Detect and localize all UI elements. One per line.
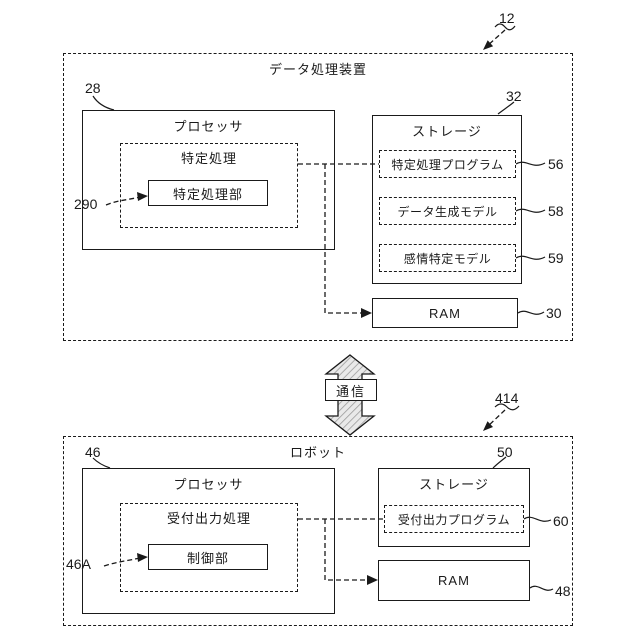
reception-output-program-box: 受付出力プログラム	[384, 505, 524, 533]
robot-title: ロボット	[289, 445, 346, 460]
arrowhead-12	[483, 40, 494, 50]
ref-50: 50	[497, 444, 513, 460]
emotion-model-box: 感情特定モデル	[379, 244, 516, 272]
control-unit-box: 制御部	[148, 544, 268, 570]
arrowhead-414	[483, 421, 493, 431]
specific-processing-unit-box: 特定処理部	[148, 180, 268, 206]
ref-59: 59	[548, 250, 564, 266]
ref-46: 46	[85, 444, 101, 460]
top-storage-box: ストレージ	[372, 115, 522, 284]
leader-12-dash	[485, 29, 506, 48]
reception-output-processing-box: 受付出力処理	[120, 503, 298, 592]
leader-414-dash	[485, 409, 506, 429]
reception-output-processing-title: 受付出力処理	[166, 511, 251, 526]
emotion-model-label: 感情特定モデル	[403, 251, 492, 266]
communication-label: 通信	[335, 383, 366, 399]
bottom-storage-box: ストレージ	[378, 468, 530, 547]
specific-processing-title: 特定処理	[180, 151, 237, 166]
bottom-processor-title: プロセッサ	[173, 477, 244, 492]
ref-290: 290	[74, 196, 98, 212]
ref-30: 30	[546, 305, 562, 321]
data-generation-model-label: データ生成モデル	[397, 204, 498, 219]
bottom-ram-box: RAM	[378, 560, 530, 601]
ref-60: 60	[553, 513, 569, 529]
data-processing-device-title: データ処理装置	[268, 62, 367, 77]
ref-414: 414	[495, 390, 519, 406]
top-storage-title: ストレージ	[412, 124, 482, 139]
ref-56: 56	[548, 156, 564, 172]
ref-58: 58	[548, 203, 564, 219]
communication-label-box: 通信	[325, 379, 377, 401]
specific-processing-unit-label: 特定処理部	[172, 186, 243, 202]
top-ram-box: RAM	[372, 298, 518, 328]
robot-block: ロボット	[63, 436, 573, 626]
ref-46a: 46A	[66, 556, 91, 572]
top-ram-label: RAM	[429, 305, 461, 321]
specific-processing-box: 特定処理	[120, 143, 298, 228]
data-generation-model-box: データ生成モデル	[379, 197, 516, 225]
ref-12: 12	[499, 10, 515, 26]
data-processing-device-block: データ処理装置	[63, 53, 573, 341]
ref-28: 28	[85, 80, 101, 96]
control-unit-label: 制御部	[186, 550, 229, 566]
ref-32: 32	[506, 88, 522, 104]
specific-processing-program-box: 特定処理プログラム	[379, 150, 516, 178]
bottom-ram-label: RAM	[438, 573, 470, 588]
ref-48: 48	[555, 583, 571, 599]
bottom-storage-title: ストレージ	[419, 477, 489, 492]
specific-processing-program-label: 特定処理プログラム	[391, 157, 504, 172]
reception-output-program-label: 受付出力プログラム	[397, 512, 511, 527]
top-processor-title: プロセッサ	[173, 119, 244, 134]
